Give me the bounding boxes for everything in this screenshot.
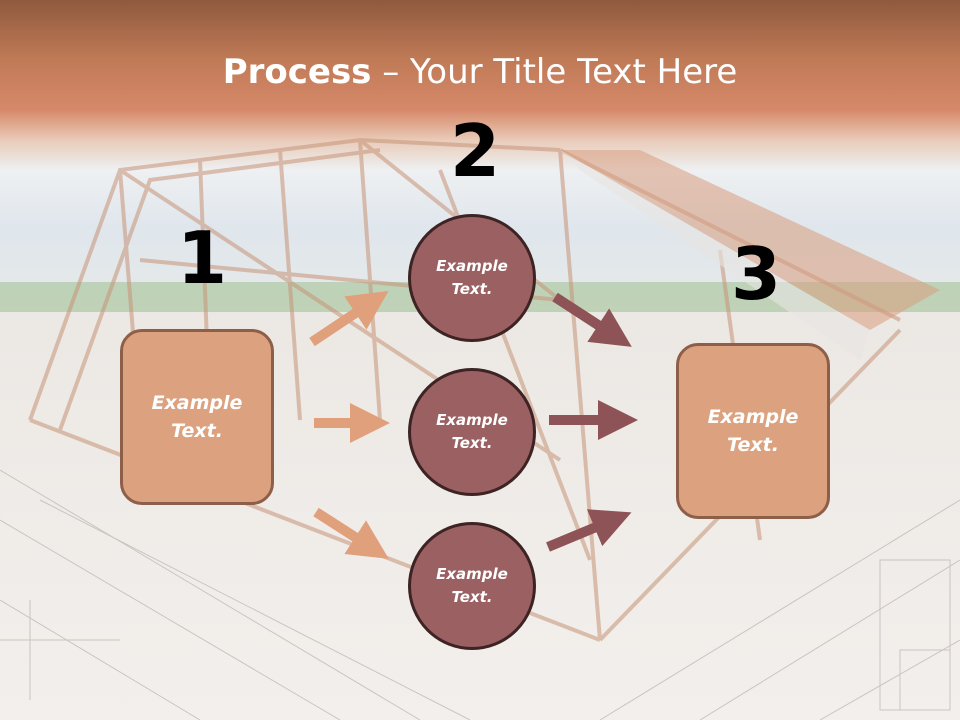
circle-top: Example Text. <box>408 214 536 342</box>
arrow-bottom-to-right <box>546 509 632 552</box>
roof-edge <box>560 150 870 360</box>
step-number-1: 1 <box>177 216 228 300</box>
arrow-left-to-top <box>309 290 389 347</box>
arrow-left-to-bottom <box>313 507 389 559</box>
page-title: Process – Your Title Text Here <box>0 52 960 92</box>
circle-middle: Example Text. <box>408 368 536 496</box>
box-step-3: Example Text. <box>676 343 830 519</box>
circle-bottom: Example Text. <box>408 522 536 650</box>
arrow-top-to-right <box>552 292 632 347</box>
box-step-1: Example Text. <box>120 329 274 505</box>
roof-panel <box>560 150 940 330</box>
title-bold: Process <box>222 52 372 92</box>
step-number-3: 3 <box>731 232 782 316</box>
title-rest: – Your Title Text Here <box>371 52 738 92</box>
step-number-2: 2 <box>450 109 501 193</box>
blueprint-lines <box>0 469 960 720</box>
